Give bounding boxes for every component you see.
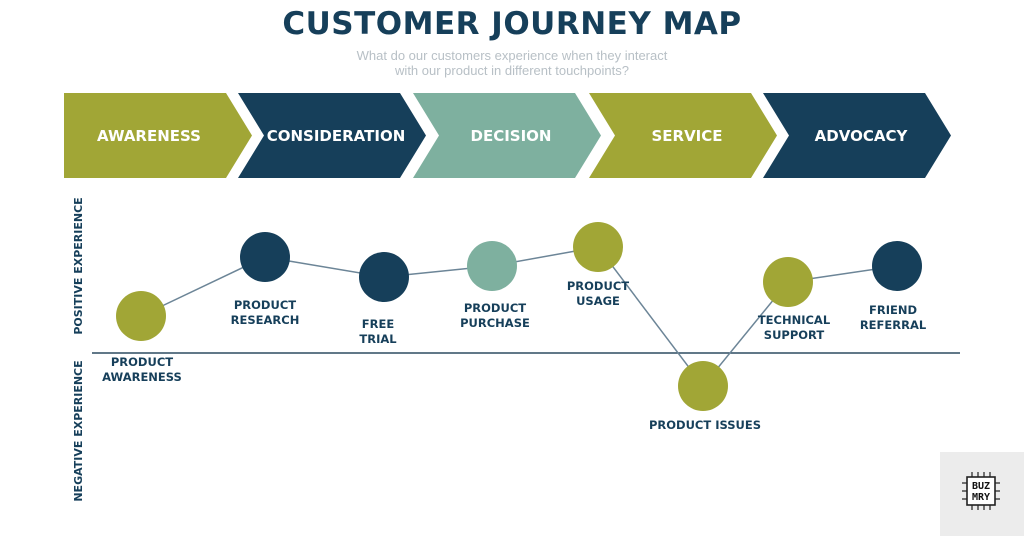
touchpoint-nodes (116, 222, 922, 411)
buzmry-logo: BUZ MRY (940, 452, 1024, 536)
page-subtitle: What do our customers experience when th… (312, 48, 712, 78)
touchpoint-node-product-awareness (116, 291, 166, 341)
touchpoint-label-product-research: RESEARCH (231, 313, 300, 327)
touchpoint-label-technical-support: SUPPORT (764, 328, 825, 342)
touchpoint-node-product-issues (678, 361, 728, 411)
stage-chevron-consideration (238, 93, 426, 178)
stage-chevrons: AWARENESS CONSIDERATION DECISION SERVICE ADV… (64, 93, 951, 178)
negative-experience-label: NEGATIVE EXPERIENCE (72, 360, 85, 501)
touchpoint-label-technical-support: TECHNICAL (758, 313, 831, 327)
touchpoint-label-product-purchase: PRODUCT (464, 301, 526, 315)
subtitle-line-1: What do our customers experience when th… (356, 48, 668, 63)
subtitle-line-2: with our product in different touchpoint… (395, 63, 629, 78)
touchpoint-node-product-research (240, 232, 290, 282)
positive-experience-label: POSITIVE EXPERIENCE (72, 197, 85, 334)
touchpoint-node-free-trial (359, 252, 409, 302)
touchpoint-label-product-purchase: PURCHASE (460, 316, 530, 330)
touchpoint-node-technical-support (763, 257, 813, 307)
stage-label-awareness: AWARENESS (97, 127, 201, 145)
touchpoint-label-friend-referral: FRIEND (869, 303, 917, 317)
touchpoint-label-product-issues: PRODUCT ISSUES (649, 418, 761, 432)
touchpoint-label-free-trial: FREE (362, 317, 395, 331)
stage-label-service: SERVICE (651, 127, 722, 145)
experience-axis: POSITIVE EXPERIENCE NEGATIVE EXPERIENCE (72, 197, 960, 502)
logo-chip-icon: BUZ MRY (962, 472, 1000, 510)
stage-label-decision: DECISION (471, 127, 552, 145)
stage-label-advocacy: ADVOCACY (815, 127, 909, 145)
touchpoint-label-product-awareness: AWARENESS (102, 370, 182, 384)
stage-label-consideration: CONSIDERATION (267, 127, 406, 145)
touchpoint-node-product-usage (573, 222, 623, 272)
stage-chevron-advocacy (763, 93, 951, 178)
touchpoint-label-product-usage: PRODUCT (567, 279, 629, 293)
touchpoint-label-friend-referral: REFERRAL (860, 318, 927, 332)
touchpoint-label-product-awareness: PRODUCT (111, 355, 173, 369)
touchpoint-label-free-trial: TRIAL (359, 332, 397, 346)
stage-chevron-awareness (64, 93, 252, 178)
touchpoint-node-product-purchase (467, 241, 517, 291)
touchpoint-label-product-usage: USAGE (576, 294, 620, 308)
touchpoint-node-friend-referral (872, 241, 922, 291)
stage-chevron-decision (413, 93, 601, 178)
logo-text-top: BUZ (972, 481, 990, 492)
journey-link (597, 246, 704, 387)
logo-text-bottom: MRY (972, 492, 990, 503)
touchpoint-label-product-research: PRODUCT (234, 298, 296, 312)
page-title: CUSTOMER JOURNEY MAP (282, 6, 742, 42)
stage-chevron-service (589, 93, 777, 178)
